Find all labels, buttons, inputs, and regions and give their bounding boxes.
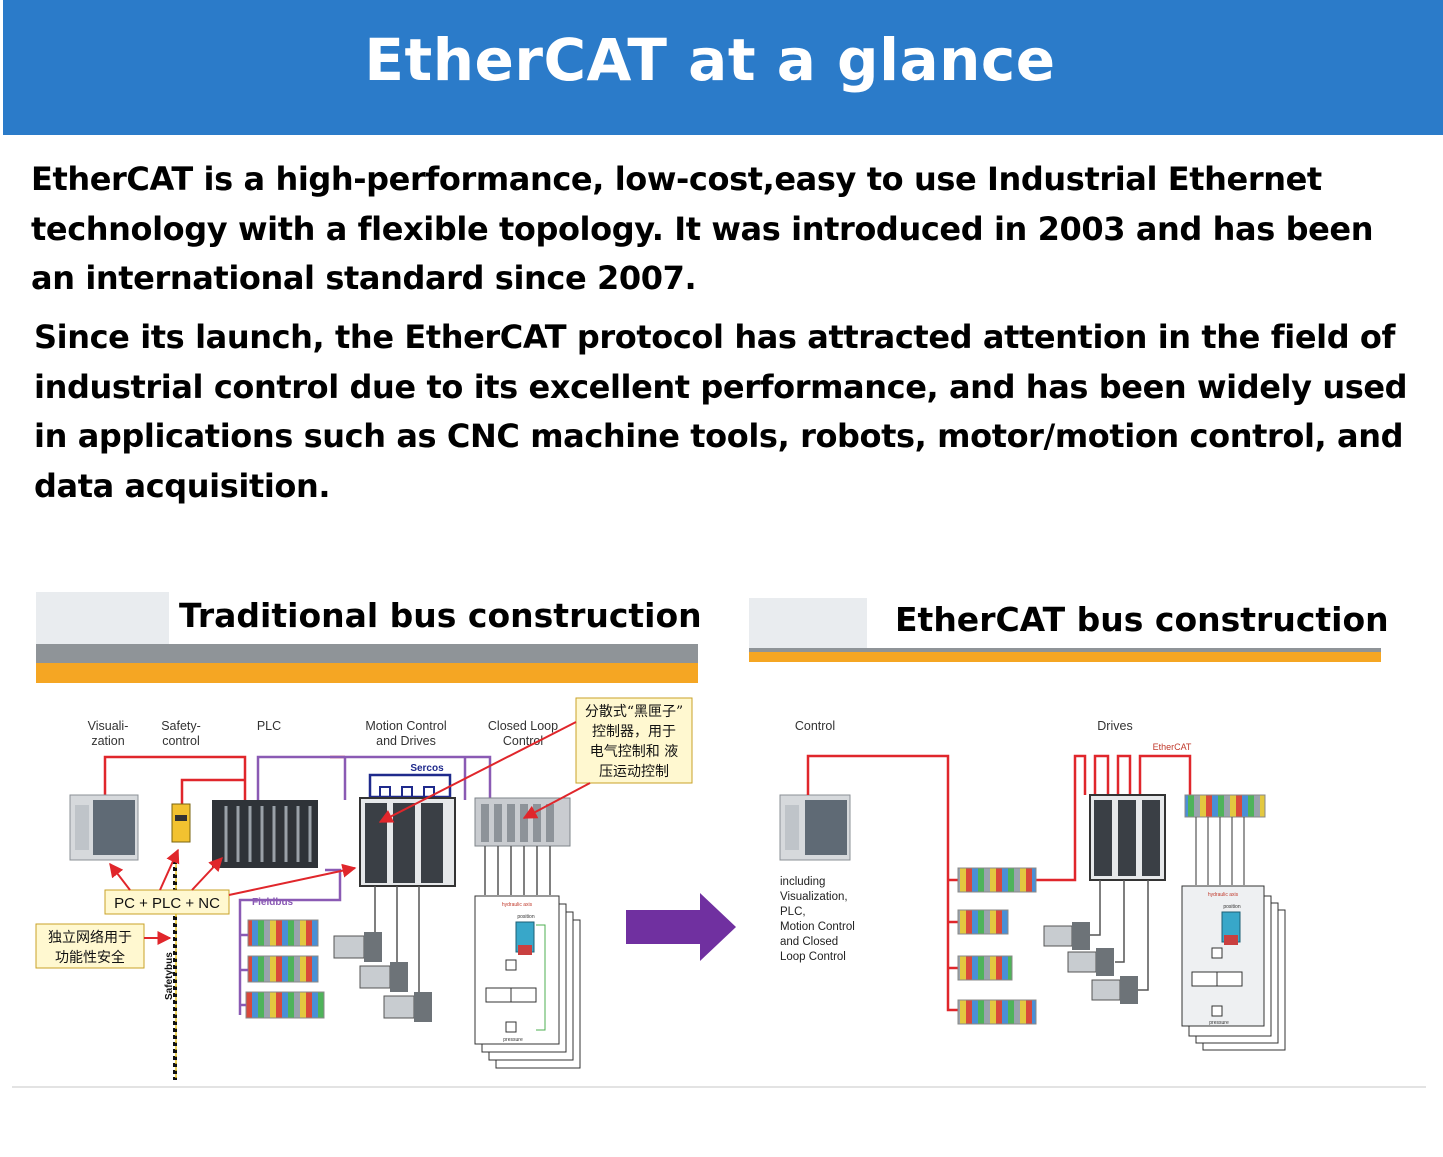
- label-pc-plc-nc: PC + PLC + NC: [114, 895, 220, 912]
- right-hydraulic-label: hydraulic axis: [1208, 892, 1239, 898]
- including-line-1: including: [780, 876, 825, 888]
- label-plc: PLC: [257, 719, 281, 733]
- page-title: EtherCAT at a glance: [364, 26, 1056, 94]
- right-orange-bar: [749, 652, 1381, 662]
- left-panel-title: Traditional bus construction: [179, 596, 702, 635]
- transition-arrow-icon: [626, 893, 736, 961]
- left-hydraulic-label: hydraulic axis: [502, 902, 533, 908]
- callout-top-line-4: 压运动控制: [599, 764, 669, 780]
- left-gray-bar: [36, 644, 698, 663]
- label-safety-1: Safety-: [161, 719, 201, 733]
- right-position-label: position: [1223, 904, 1240, 910]
- left-motors: [333, 932, 432, 1022]
- left-panel-tab: [36, 592, 169, 644]
- including-line-4: Motion Control: [780, 921, 855, 933]
- label-visualization-1: Visuali-: [88, 719, 129, 733]
- callout-top-line-3: 电气控制和 液: [590, 744, 678, 760]
- label-ethercat: EtherCAT: [1153, 742, 1192, 752]
- including-line-3: PLC,: [780, 906, 806, 918]
- label-sercos: Sercos: [410, 763, 444, 774]
- right-gray-bar: [749, 648, 1381, 652]
- left-pressure-label: pressure: [503, 1037, 523, 1043]
- bottom-divider: [12, 1086, 1426, 1088]
- label-safetybus: Safetybus: [164, 952, 175, 1000]
- callout-left-line-1: 独立网络用于: [48, 930, 132, 946]
- label-closed-1: Closed Loop: [488, 719, 558, 733]
- including-line-2: Visualization,: [780, 891, 848, 903]
- label-fieldbus: Fieldbus: [252, 897, 294, 908]
- right-panel-tab: [749, 598, 867, 648]
- left-orange-bar: [36, 663, 698, 683]
- callout-top-line-1: 分散式“黑匣子”: [585, 704, 683, 720]
- left-diagram: Visuali- zation Safety- control PLC Moti…: [35, 697, 693, 1080]
- right-diagram: Control Drives EtherCAT: [779, 719, 1286, 1051]
- label-control: Control: [795, 719, 835, 733]
- label-motion-2: and Drives: [376, 734, 436, 748]
- label-visualization-2: zation: [91, 734, 124, 748]
- label-safety-2: control: [162, 734, 200, 748]
- label-motion-1: Motion Control: [365, 719, 446, 733]
- left-position-label: position: [517, 914, 534, 920]
- title-banner: [3, 0, 1443, 135]
- usage-paragraph: Since its launch, the EtherCAT protocol …: [34, 318, 1408, 505]
- callout-top-line-2: 控制器，用于: [592, 724, 676, 740]
- intro-paragraph: EtherCAT is a high-performance, low-cost…: [31, 160, 1374, 297]
- callout-left-line-2: 功能性安全: [55, 949, 125, 966]
- label-drives: Drives: [1097, 719, 1132, 733]
- including-line-6: Loop Control: [780, 951, 846, 963]
- including-line-5: and Closed: [780, 936, 838, 948]
- right-panel-title: EtherCAT bus construction: [895, 600, 1389, 639]
- right-pressure-label: pressure: [1209, 1020, 1229, 1026]
